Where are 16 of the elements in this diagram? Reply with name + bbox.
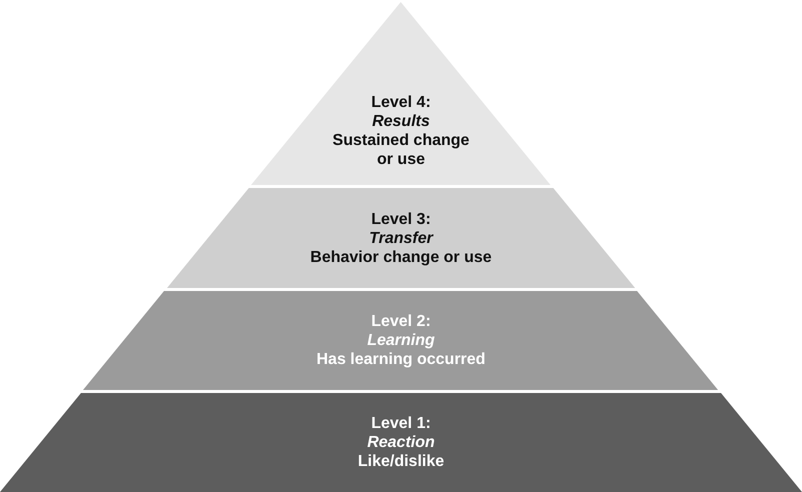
level-name: Learning <box>367 331 435 350</box>
level-name: Results <box>372 112 430 130</box>
pyramid-level <box>166 188 636 288</box>
level-number: Level 4: <box>371 92 431 112</box>
pyramid-level <box>251 2 551 185</box>
level-description: Behavior change or use <box>310 248 492 266</box>
level-number: Level 1: <box>371 414 431 433</box>
level-name: Reaction <box>367 433 435 452</box>
level-description: Like/dislike <box>358 452 444 471</box>
level-number: Level 3: <box>371 210 431 228</box>
pyramid-level <box>83 291 719 390</box>
level-name: Transfer <box>369 228 433 248</box>
level-number: Level 2: <box>371 312 431 331</box>
level-description: Has learning occurred <box>316 350 486 369</box>
pyramid-level <box>0 393 802 492</box>
level-description: Sustained change or use <box>332 130 470 168</box>
